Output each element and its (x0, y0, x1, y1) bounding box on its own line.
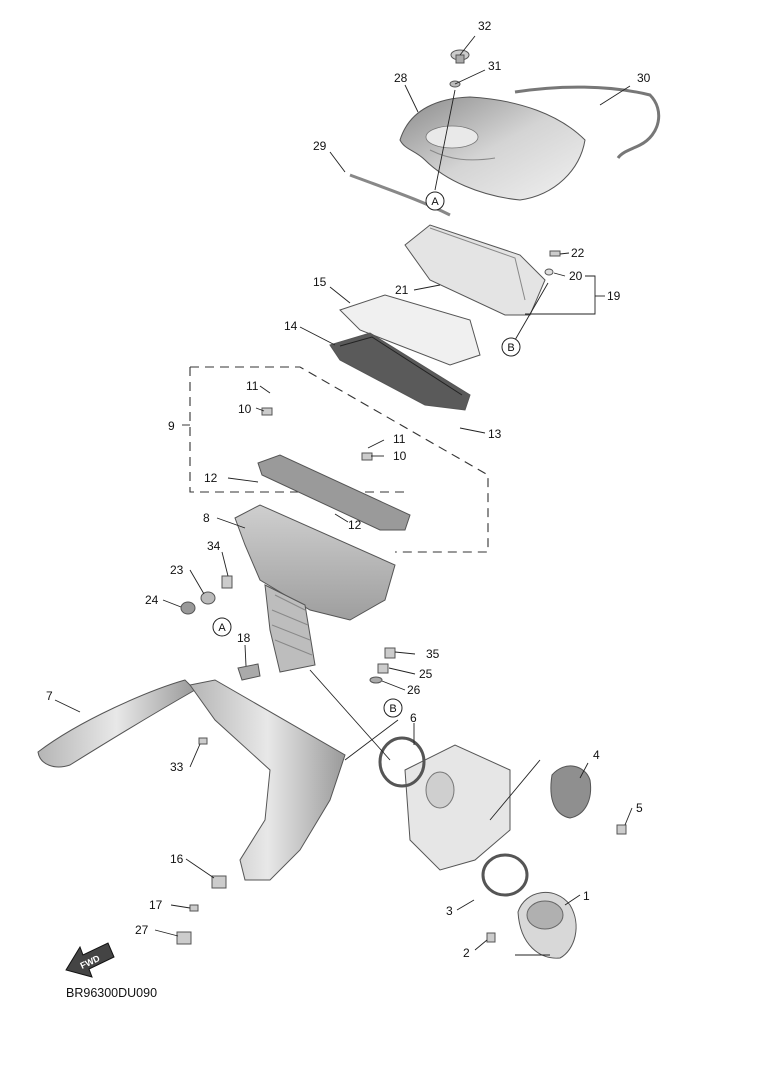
element-holder (339, 294, 481, 366)
damper-24 (180, 601, 196, 615)
clamp-3 (481, 853, 529, 897)
label-7: 7 (46, 689, 53, 703)
label-27: 27 (135, 923, 149, 937)
label-8: 8 (203, 511, 210, 525)
dashed-group-outline (189, 366, 489, 553)
intake-duct-7 (37, 679, 196, 768)
clamp-6 (378, 736, 426, 788)
grommet-32 (450, 49, 470, 64)
diagram-code: BR96300DU090 (66, 986, 157, 1000)
lower-duct (189, 679, 346, 881)
label-29: 29 (313, 139, 327, 153)
label-18: 18 (237, 631, 251, 645)
label-19: 19 (607, 289, 621, 303)
bolt-10a (261, 407, 273, 416)
label-35: 35 (426, 647, 440, 661)
label-33: 33 (170, 760, 184, 774)
part-labels: 32 31 28 30 29 22 20 21 19 15 14 11 10 9… (46, 19, 651, 960)
label-28: 28 (394, 71, 408, 85)
label-1: 1 (583, 889, 590, 903)
callout-a-upper: A (425, 191, 445, 211)
seal (349, 173, 451, 217)
screw-17 (189, 904, 199, 912)
label-22: 22 (571, 246, 585, 260)
callout-b-lower-text: B (389, 703, 396, 715)
callout-b-upper: B (501, 337, 521, 357)
label-26: 26 (407, 683, 421, 697)
washer-20 (544, 268, 554, 276)
label-3: 3 (446, 904, 453, 918)
seal-strip (514, 85, 661, 159)
label-10b: 10 (393, 449, 407, 463)
air-cleaner-cover (399, 96, 586, 201)
joint-1 (517, 891, 577, 959)
label-11b: 11 (393, 432, 406, 446)
air-filter-element (329, 332, 471, 411)
label-25: 25 (419, 667, 433, 681)
bolt-34 (221, 575, 233, 589)
label-34: 34 (207, 539, 221, 553)
callout-a-lower: A (212, 617, 232, 637)
label-20: 20 (569, 269, 583, 283)
bolt-25 (377, 663, 389, 674)
throttle-body (404, 744, 511, 871)
screw-22 (549, 250, 561, 257)
callout-b-lower: B (383, 698, 403, 718)
callout-a-lower-text: A (218, 622, 226, 634)
label-12a: 12 (204, 471, 218, 485)
washer-26 (369, 676, 383, 684)
label-17: 17 (149, 898, 163, 912)
label-24: 24 (145, 593, 159, 607)
filter-cap-12 (257, 454, 411, 531)
fwd-arrow-icon: FWD (65, 942, 115, 978)
label-2: 2 (463, 946, 470, 960)
label-23: 23 (170, 563, 184, 577)
label-13: 13 (488, 427, 502, 441)
screw-5 (616, 824, 627, 835)
screw-2 (486, 932, 496, 943)
filter-case (404, 224, 546, 316)
clip-16 (211, 875, 227, 889)
leader-lines (54, 35, 633, 956)
holder-27 (176, 931, 192, 945)
callout-a-upper-text: A (431, 196, 439, 208)
label-4: 4 (593, 748, 600, 762)
label-9: 9 (168, 419, 175, 433)
air-box (234, 504, 396, 673)
label-15: 15 (313, 275, 327, 289)
label-5: 5 (636, 801, 643, 815)
bolt-35 (384, 647, 396, 659)
label-11a: 11 (246, 379, 259, 393)
label-12b: 12 (348, 518, 362, 532)
label-14: 14 (284, 319, 298, 333)
label-32: 32 (478, 19, 492, 33)
callout-b-upper-text: B (507, 342, 514, 354)
sensor-4 (550, 765, 592, 819)
label-16: 16 (170, 852, 184, 866)
collar-23 (200, 591, 216, 605)
label-30: 30 (637, 71, 651, 85)
bracket-18 (237, 663, 261, 681)
bolt-10b (361, 452, 373, 461)
label-10a: 10 (238, 402, 252, 416)
label-31: 31 (488, 59, 502, 73)
label-6: 6 (410, 711, 417, 725)
label-21: 21 (395, 283, 409, 297)
screw-33 (198, 737, 208, 745)
